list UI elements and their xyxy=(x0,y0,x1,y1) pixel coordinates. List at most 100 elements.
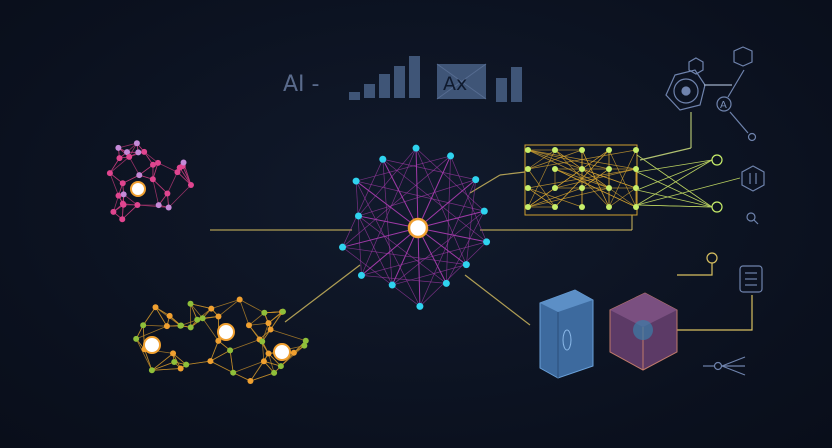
node-endpoint-icon xyxy=(706,252,718,264)
node xyxy=(265,320,272,327)
edge xyxy=(248,312,265,326)
edge xyxy=(143,324,167,327)
node xyxy=(301,342,308,349)
edge xyxy=(168,184,192,208)
edge xyxy=(155,307,168,327)
edge xyxy=(229,350,234,373)
small-node-icon xyxy=(713,361,723,371)
node xyxy=(552,204,558,210)
node xyxy=(352,177,360,185)
edge xyxy=(358,215,393,286)
node xyxy=(133,335,140,342)
edge xyxy=(342,155,451,248)
node xyxy=(207,358,214,365)
node xyxy=(110,208,117,215)
edge xyxy=(554,149,610,208)
edge xyxy=(417,210,485,229)
node xyxy=(170,350,177,357)
node xyxy=(155,202,162,209)
edge xyxy=(118,142,138,149)
edge xyxy=(446,210,485,284)
edge xyxy=(417,227,421,307)
edge xyxy=(280,352,295,367)
edge xyxy=(608,187,637,208)
node xyxy=(245,322,252,329)
edge xyxy=(211,299,240,309)
output-edge xyxy=(636,154,713,208)
edge xyxy=(415,148,467,265)
edge xyxy=(342,159,384,248)
node xyxy=(163,323,170,330)
node xyxy=(124,149,131,156)
edge xyxy=(417,227,487,243)
grid-frame xyxy=(524,144,638,216)
node xyxy=(208,305,215,312)
node xyxy=(579,147,585,153)
edge xyxy=(210,340,219,362)
edge xyxy=(358,215,447,284)
edge xyxy=(382,159,419,229)
node xyxy=(150,161,157,168)
output-edge xyxy=(636,159,713,191)
edge xyxy=(527,168,556,208)
node xyxy=(165,204,172,211)
header-graphic: AI - Ax xyxy=(283,56,522,102)
edge xyxy=(342,246,467,265)
node xyxy=(164,190,171,197)
node xyxy=(194,316,201,323)
edge xyxy=(419,241,487,307)
edge xyxy=(355,181,362,276)
edge xyxy=(151,353,174,371)
edge xyxy=(250,372,275,382)
central-node xyxy=(217,323,235,341)
edge xyxy=(361,148,417,276)
grid-network-box xyxy=(524,144,741,216)
edge xyxy=(190,303,203,319)
node xyxy=(236,296,243,303)
node xyxy=(141,148,148,155)
edge xyxy=(186,360,211,366)
node xyxy=(579,204,585,210)
central-node xyxy=(407,217,429,239)
node xyxy=(279,308,286,315)
node xyxy=(579,166,585,172)
edge xyxy=(356,155,451,182)
node xyxy=(199,315,206,322)
edge xyxy=(417,227,447,284)
node xyxy=(447,152,455,160)
title: AI - xyxy=(283,72,319,97)
node xyxy=(357,271,365,279)
node xyxy=(247,377,254,384)
node xyxy=(606,204,612,210)
edge xyxy=(122,204,138,220)
cube-icon xyxy=(609,292,678,371)
node xyxy=(483,238,491,246)
node xyxy=(379,155,387,163)
edge xyxy=(135,338,153,371)
node xyxy=(176,164,183,171)
node xyxy=(552,185,558,191)
adjust-icon xyxy=(741,165,765,192)
node xyxy=(552,166,558,172)
node xyxy=(148,367,155,374)
edge xyxy=(527,149,637,170)
document-list-icon xyxy=(739,265,763,293)
node xyxy=(339,243,347,251)
edge xyxy=(261,341,265,362)
edge xyxy=(250,353,269,382)
bar xyxy=(409,56,420,98)
output-edge xyxy=(636,189,713,208)
node xyxy=(174,169,181,176)
edge xyxy=(233,372,251,382)
node xyxy=(215,337,222,344)
edge xyxy=(177,171,192,186)
node xyxy=(525,166,531,172)
edge xyxy=(608,149,637,208)
gear-icon xyxy=(747,132,757,142)
chip-core xyxy=(673,78,699,104)
node xyxy=(135,149,142,156)
edge xyxy=(239,299,265,314)
node xyxy=(462,261,470,269)
node xyxy=(290,349,297,356)
